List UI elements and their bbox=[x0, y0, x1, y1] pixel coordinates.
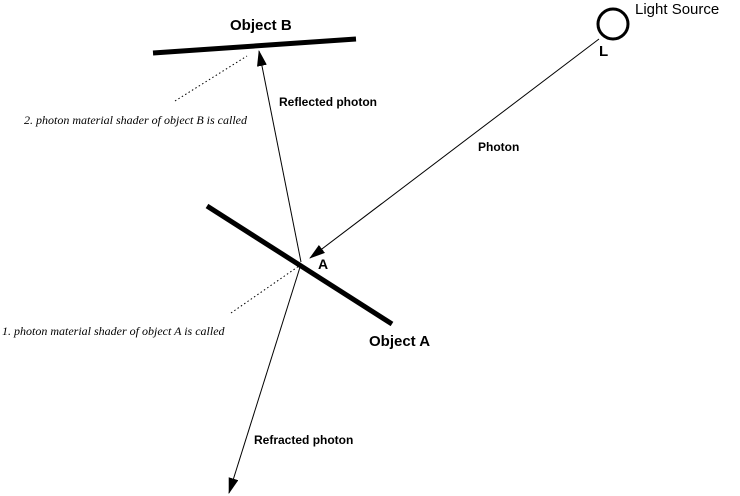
note-a-text: 1. photon material shader of object A is… bbox=[2, 324, 226, 338]
note-b-leader bbox=[174, 55, 248, 102]
object-a-surface bbox=[205, 203, 394, 327]
reflected-photon-label: Reflected photon bbox=[279, 95, 377, 109]
light-point-label: L bbox=[599, 43, 608, 60]
object-b-surface bbox=[152, 36, 357, 56]
refracted-photon-ray bbox=[228, 263, 302, 494]
photon-label: Photon bbox=[478, 140, 519, 154]
point-a-label: A bbox=[318, 256, 328, 272]
object-b-label: Object B bbox=[230, 17, 292, 34]
object-a-label: Object A bbox=[369, 333, 430, 350]
note-a-leader bbox=[230, 265, 300, 314]
reflected-photon-ray bbox=[257, 50, 302, 263]
light-source-label: Light Source bbox=[635, 1, 719, 18]
light-source-circle bbox=[596, 7, 630, 41]
refracted-photon-label: Refracted photon bbox=[254, 433, 353, 447]
note-b-text: 2. photon material shader of object B is… bbox=[24, 113, 248, 127]
photon-ray bbox=[309, 38, 600, 259]
